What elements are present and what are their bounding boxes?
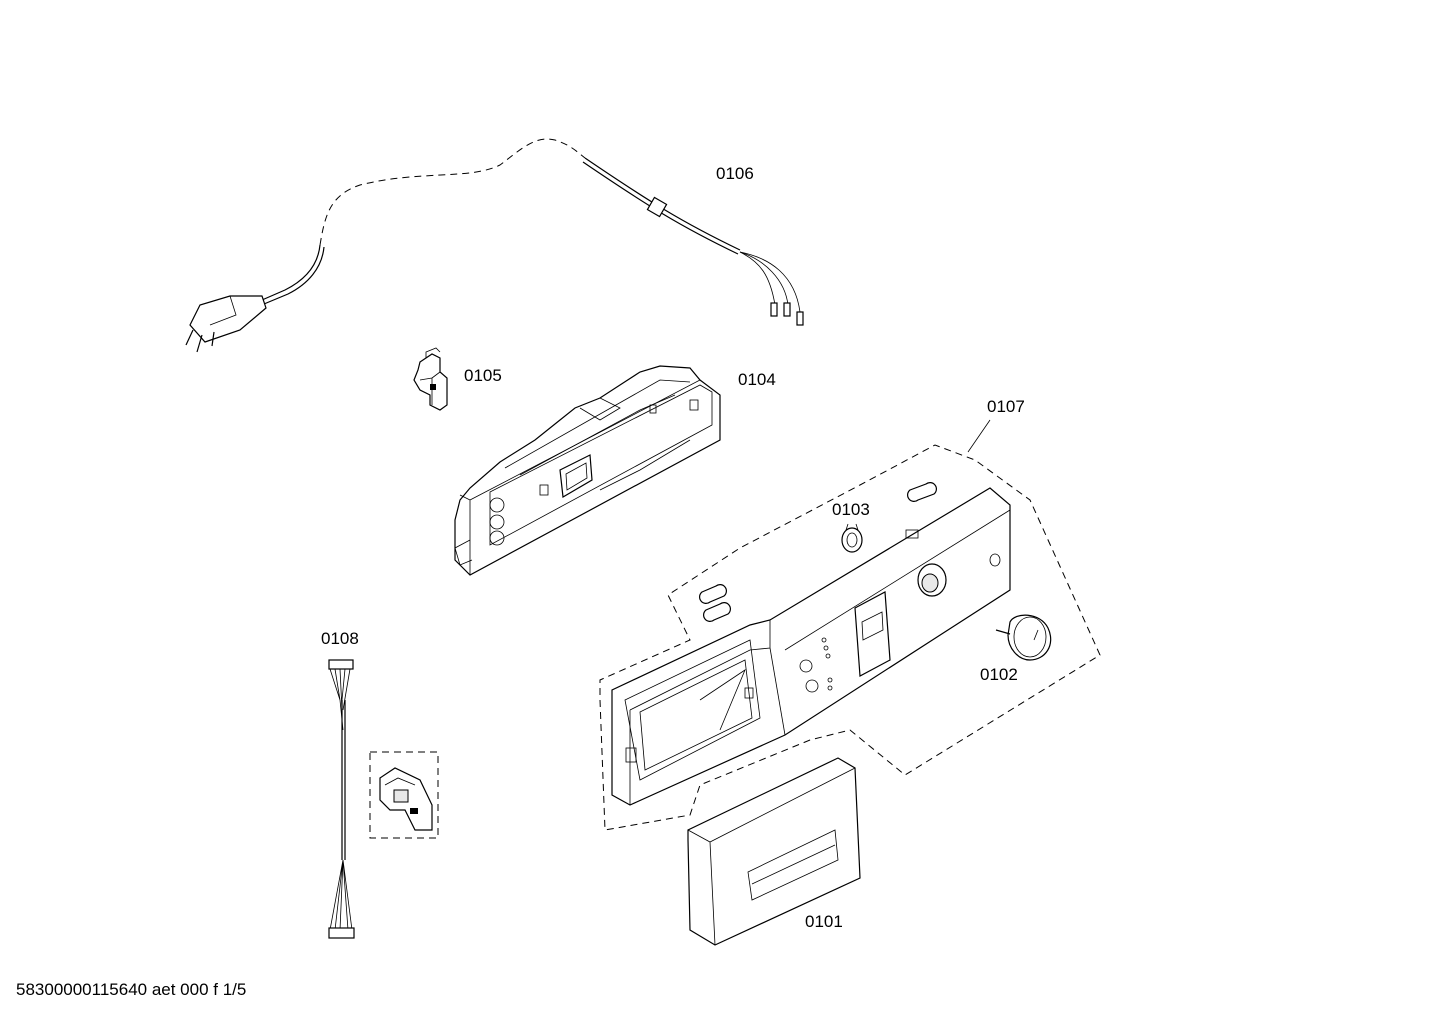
part-0106-power-cable[interactable] xyxy=(185,138,804,353)
label-0102: 0102 xyxy=(980,665,1018,684)
push-rod xyxy=(699,482,937,622)
part-0105-interference-suppressor[interactable] xyxy=(413,347,448,411)
part-0108-wiring-harness[interactable] xyxy=(328,659,439,939)
label-0101: 0101 xyxy=(805,912,843,931)
part-0104-electronic-module[interactable] xyxy=(454,365,721,576)
label-0105: 0105 xyxy=(464,366,502,385)
label-0106: 0106 xyxy=(716,164,754,183)
document-reference: 58300000115640 aet 000 f 1/5 xyxy=(16,980,247,999)
part-0102-rotary-knob[interactable] xyxy=(995,614,1052,661)
label-0108: 0108 xyxy=(321,629,359,648)
part-0103-indicator-lens[interactable] xyxy=(841,523,863,553)
label-0104: 0104 xyxy=(738,370,776,389)
part-0107-control-panel-assembly[interactable] xyxy=(599,419,1101,831)
label-0103: 0103 xyxy=(832,500,870,519)
label-0107: 0107 xyxy=(987,397,1025,416)
part-0101-drawer-front[interactable] xyxy=(687,757,861,946)
